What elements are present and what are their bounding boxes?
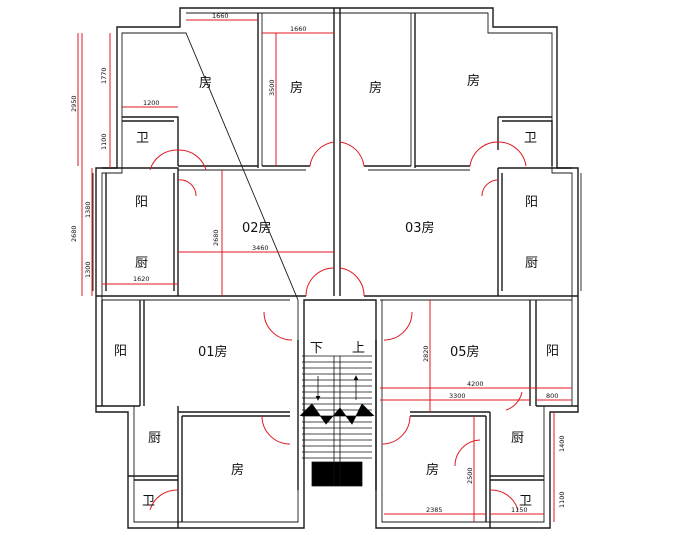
room-label-yang-1: 阳 [135, 195, 148, 210]
room-label-fang-4: 房 [467, 73, 480, 89]
dim-3460: 3460 [252, 244, 269, 252]
room-label-yang-2: 阳 [525, 195, 538, 210]
doors [149, 141, 527, 511]
room-label-wei-3: 卫 [142, 494, 155, 509]
dim-3500: 3500 [268, 79, 276, 96]
dim-1660-a: 1660 [212, 12, 229, 20]
room-label-yang-4: 阳 [546, 344, 559, 359]
stair-label-up: 上 [352, 341, 365, 356]
dim-1300: 1300 [84, 261, 92, 278]
dim-1620: 1620 [133, 275, 150, 283]
staircase [299, 355, 375, 487]
dim-2500: 2500 [466, 467, 474, 484]
room-label-wei-4: 卫 [519, 494, 532, 509]
dim-2680-a: 2680 [70, 225, 78, 242]
dim-4200: 4200 [467, 380, 484, 388]
dimension-labels: 1660 1660 1200 1770 2950 1100 3500 1380 … [70, 12, 566, 514]
dim-1660-b: 1660 [290, 25, 307, 33]
room-label-yang-3: 阳 [114, 344, 127, 359]
dimension-lines [77, 19, 572, 522]
dim-1200: 1200 [143, 99, 160, 107]
room-label-chu-4: 厨 [511, 431, 524, 446]
dim-1770: 1770 [100, 67, 108, 84]
room-labels: 房 房 房 房 卫 卫 阳 阳 02房 03房 厨 厨 01房 05房 阳 阳 … [114, 73, 559, 509]
room-label-fang-6: 房 [426, 462, 439, 478]
room-label-chu-2: 厨 [525, 256, 538, 271]
dim-1100-b: 1100 [558, 491, 566, 508]
dim-2680-b: 2680 [212, 229, 220, 246]
dim-2385: 2385 [426, 506, 443, 514]
stair-label-down: 下 [310, 341, 323, 356]
room-label-02: 02房 [242, 220, 272, 236]
room-label-chu-1: 厨 [135, 256, 148, 271]
dim-3300: 3300 [449, 392, 466, 400]
room-label-05: 05房 [450, 344, 480, 360]
dim-1100-a: 1100 [100, 133, 108, 150]
dim-1400: 1400 [558, 435, 566, 452]
dim-1150: 1150 [511, 506, 528, 514]
room-label-fang-5: 房 [231, 462, 244, 478]
room-label-chu-3: 厨 [148, 431, 161, 446]
room-label-fang-2: 房 [290, 80, 303, 96]
dim-2820: 2820 [422, 345, 430, 362]
dim-2950: 2950 [70, 95, 78, 112]
dim-1380: 1380 [84, 201, 92, 218]
room-label-03: 03房 [405, 220, 435, 236]
room-label-fang-3: 房 [369, 80, 382, 96]
walls [92, 7, 582, 529]
room-label-wei-1: 卫 [136, 131, 149, 146]
room-label-01: 01房 [198, 344, 228, 360]
dim-800: 800 [546, 392, 558, 400]
room-label-fang-1: 房 [199, 75, 212, 91]
room-label-wei-2: 卫 [524, 131, 537, 146]
